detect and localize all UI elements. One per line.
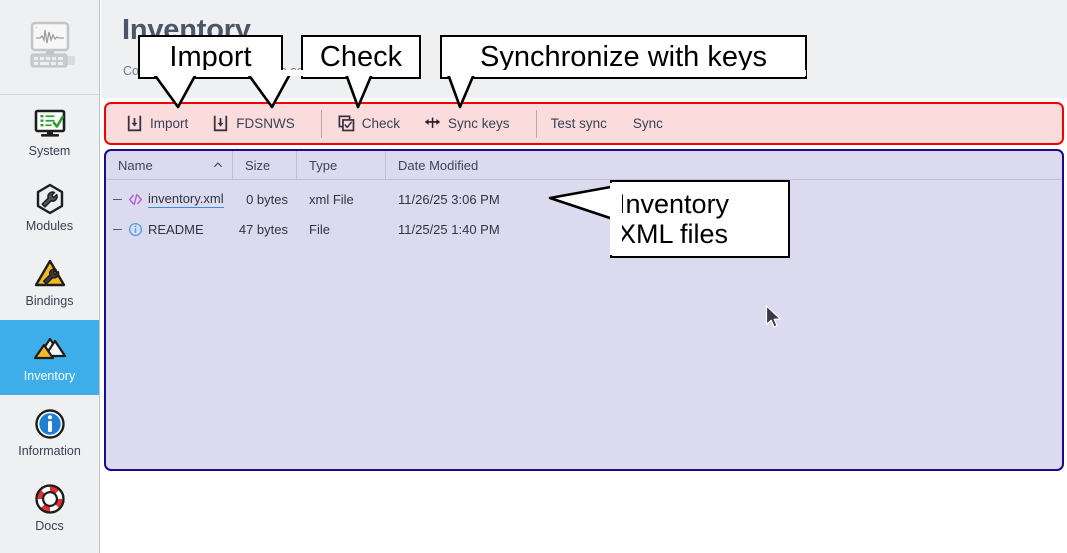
file-type-cell: xml File bbox=[309, 191, 354, 207]
tree-branch-icon bbox=[113, 198, 122, 200]
file-name-link[interactable]: inventory.xml bbox=[148, 190, 224, 208]
file-name-cell[interactable]: inventory.xml bbox=[106, 191, 233, 208]
wrench-box-icon bbox=[36, 183, 63, 215]
app-logo bbox=[0, 0, 99, 95]
test-sync-button[interactable]: Test sync bbox=[550, 116, 607, 131]
sidebar-item-bindings[interactable]: Bindings bbox=[0, 245, 99, 320]
file-name-cell[interactable]: README bbox=[106, 222, 233, 237]
callout-xml-files: Inventory XML files bbox=[610, 180, 790, 258]
column-header-date-modified[interactable]: Date Modified bbox=[386, 151, 626, 180]
download-icon bbox=[214, 115, 228, 132]
fdsnws-button[interactable]: FDSNWS bbox=[210, 111, 305, 136]
sidebar-item-label: Modules bbox=[25, 219, 74, 233]
file-date-cell: 11/25/25 1:40 PM bbox=[398, 221, 500, 237]
column-header-label: Type bbox=[309, 157, 338, 173]
callout-tail-check bbox=[302, 70, 416, 109]
column-header-size[interactable]: Size bbox=[233, 151, 297, 180]
chevron-up-icon bbox=[214, 162, 222, 168]
column-header-label: Size bbox=[245, 157, 271, 173]
sync-keys-button-label: Sync keys bbox=[448, 116, 510, 131]
monitor-checklist-icon bbox=[34, 109, 65, 137]
sidebar-item-label: System bbox=[28, 144, 71, 158]
column-header-type[interactable]: Type bbox=[297, 151, 386, 180]
mountains-icon bbox=[33, 337, 66, 360]
toolbar-separator bbox=[535, 109, 537, 138]
warning-wrench-icon bbox=[34, 259, 65, 287]
file-date-cell: 11/26/25 3:06 PM bbox=[398, 191, 500, 207]
import-button-label: Import bbox=[150, 116, 189, 131]
file-size-cell: 0 bytes bbox=[246, 191, 288, 207]
sync-button[interactable]: Sync bbox=[632, 116, 663, 131]
sidebar-item-information[interactable]: Information bbox=[0, 395, 99, 470]
callout-tail-xml-files bbox=[548, 183, 622, 255]
mouse-cursor bbox=[765, 305, 781, 328]
sidebar-item-label: Inventory bbox=[23, 369, 76, 383]
sidebar: System Modules Bindings Inven bbox=[0, 0, 100, 553]
info-circle-icon bbox=[128, 222, 143, 236]
file-list-header: Name Size Type Date Modified bbox=[106, 151, 1062, 180]
table-row[interactable]: README 47 bytes File 11/25/25 1:40 PM bbox=[106, 216, 1062, 242]
table-row[interactable]: inventory.xml 0 bytes xml File 11/26/25 … bbox=[106, 186, 1062, 212]
lifebuoy-icon bbox=[34, 484, 65, 514]
download-icon bbox=[127, 115, 142, 132]
import-button[interactable]: Import bbox=[124, 111, 198, 136]
check-button-label: Check bbox=[361, 116, 401, 131]
fdsnws-button-label: FDSNWS bbox=[236, 116, 295, 131]
sidebar-item-docs[interactable]: Docs bbox=[0, 470, 99, 545]
column-header-label: Date Modified bbox=[398, 157, 479, 173]
toolbar-separator bbox=[320, 109, 322, 138]
sidebar-item-modules[interactable]: Modules bbox=[0, 170, 99, 245]
file-name-label: README bbox=[148, 221, 204, 237]
code-tag-icon bbox=[128, 193, 143, 205]
sync-keys-button[interactable]: Sync keys bbox=[422, 111, 520, 136]
sidebar-item-label: Docs bbox=[35, 519, 64, 533]
checkbox-stack-icon bbox=[338, 115, 355, 132]
column-header-name[interactable]: Name bbox=[106, 151, 233, 180]
file-size-cell: 47 bytes bbox=[238, 221, 288, 237]
sidebar-item-inventory[interactable]: Inventory bbox=[0, 320, 99, 395]
info-circle-icon bbox=[34, 409, 65, 439]
callout-tail-import bbox=[142, 70, 412, 109]
column-header-label: Name bbox=[118, 157, 153, 173]
check-button[interactable]: Check bbox=[336, 111, 410, 136]
callout-tail-sync-keys bbox=[442, 70, 806, 109]
sync-arrows-icon bbox=[424, 117, 441, 128]
sidebar-item-label: Bindings bbox=[25, 294, 74, 308]
tree-branch-icon bbox=[113, 228, 122, 230]
file-type-cell: File bbox=[309, 221, 330, 237]
inventory-toolbar: Import FDSNWS Check bbox=[104, 102, 1064, 145]
sidebar-item-label: Information bbox=[18, 444, 81, 458]
seismograph-computer-logo-icon bbox=[30, 21, 75, 68]
sidebar-item-system[interactable]: System bbox=[0, 95, 99, 170]
